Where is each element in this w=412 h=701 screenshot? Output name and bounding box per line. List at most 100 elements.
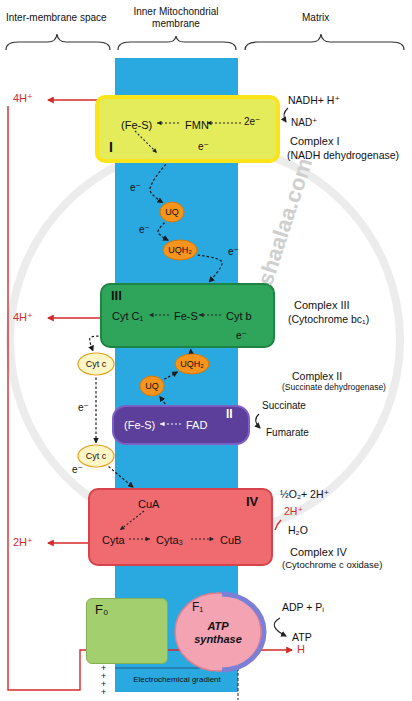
complex-name: Complex IV bbox=[290, 546, 347, 559]
edge-label: e⁻ bbox=[130, 182, 141, 194]
watermark: shaalaa.com bbox=[253, 155, 318, 288]
arrowhead bbox=[209, 537, 214, 541]
internal-electron-arrow bbox=[135, 131, 157, 153]
electron-flow-arrow bbox=[90, 336, 99, 351]
charge-sign: + bbox=[101, 688, 106, 696]
region-heading: Inter-membrane space bbox=[6, 12, 107, 24]
edge-label: e⁻ bbox=[78, 402, 89, 414]
reaction-arrow bbox=[284, 108, 288, 122]
electron-flow-arrow bbox=[150, 164, 166, 202]
electron-flow-arrow bbox=[109, 467, 133, 487]
node-outline bbox=[175, 354, 209, 374]
proton-label: 4H⁺ bbox=[13, 311, 33, 324]
gradient-label: Electrochemical gradient bbox=[118, 675, 236, 684]
arrowhead bbox=[199, 313, 204, 317]
internal-electron-arrow bbox=[207, 122, 241, 123]
node-text: F₁ bbox=[192, 601, 203, 615]
edge-label: e⁻ bbox=[228, 246, 239, 258]
node-text: CuB bbox=[220, 534, 241, 547]
edge-label: e⁻ bbox=[72, 464, 83, 476]
charge-sign: + bbox=[101, 664, 106, 672]
arrowhead bbox=[120, 526, 125, 530]
f1-subunit: F₁ ATP synthase bbox=[174, 592, 262, 672]
product-label: NAD⁺ bbox=[291, 117, 317, 129]
node-text: ATP synthase bbox=[188, 620, 248, 645]
proton-return-line bbox=[8, 106, 292, 690]
node-shape bbox=[88, 488, 273, 566]
node-outline bbox=[140, 376, 164, 396]
product-label: Fumarate bbox=[266, 427, 309, 439]
node-text: Cyta bbox=[102, 534, 125, 547]
substrate-label: ADP + Pᵢ bbox=[282, 601, 324, 613]
complex-box: (Fe-S)FADIIComplex II(Succinate dehydrog… bbox=[112, 405, 250, 445]
node-outline bbox=[78, 445, 114, 467]
f0-subunit: F₀ bbox=[86, 598, 168, 664]
electron-flow-arrow bbox=[160, 397, 165, 404]
electron-flow-arrow bbox=[190, 349, 191, 351]
node-text: Cyta₃ bbox=[156, 534, 183, 547]
proton-arrow bbox=[48, 99, 97, 100]
node-text: Cyt b bbox=[226, 310, 252, 323]
arrowhead bbox=[145, 537, 150, 541]
node-text: F₀ bbox=[95, 603, 108, 618]
node-text: UQ bbox=[165, 207, 179, 217]
gradient-dashed-edge bbox=[238, 668, 239, 700]
arrowhead bbox=[149, 313, 154, 317]
complex-box: Cyt C₁Fe-SCyt bIIIComplex III(Cytochrome… bbox=[100, 283, 275, 348]
node-outline bbox=[163, 240, 197, 260]
complex-box: CuACytaCyta₃CuBIVComplex IV(Cytochrome c… bbox=[88, 488, 273, 566]
electron-flow-arrow bbox=[158, 223, 168, 241]
brace bbox=[6, 34, 110, 50]
substrate-label: ½O₂+ 2H⁺ bbox=[280, 488, 329, 500]
ubiquinone-circle: UQ bbox=[159, 201, 185, 223]
electron-flow-arrow bbox=[95, 378, 96, 443]
brace bbox=[118, 36, 236, 50]
complex-name: Complex II bbox=[292, 370, 342, 382]
node-text: Fe-S bbox=[174, 310, 198, 323]
arrowhead bbox=[152, 148, 157, 153]
ubiquinol-circle: UQH₂ bbox=[174, 353, 210, 375]
complex-name: (Succinate dehydrogenase) bbox=[282, 383, 386, 393]
complex-name: Complex III bbox=[294, 299, 350, 312]
charge-sign: + bbox=[101, 680, 106, 688]
proton-line bbox=[275, 520, 281, 530]
proton-label: 2H⁺ bbox=[13, 536, 33, 549]
arrowhead bbox=[160, 422, 165, 426]
proton-label: 2H⁺ bbox=[284, 505, 303, 517]
brace bbox=[245, 34, 404, 50]
product-label: ATP bbox=[292, 631, 312, 643]
reaction-arrow bbox=[274, 618, 286, 636]
reaction-arrow bbox=[256, 414, 260, 428]
complex-name: (Cytochrome bc₁) bbox=[288, 313, 369, 325]
node-text: (Fe-S) bbox=[121, 119, 152, 132]
node-text: IV bbox=[246, 495, 258, 510]
node-text: Cyt c bbox=[86, 451, 107, 461]
node-text: Cyt C₁ bbox=[112, 310, 143, 323]
electron-flow-arrow bbox=[164, 372, 177, 379]
proton-arrow bbox=[48, 542, 88, 543]
cytochrome-c-ellipse: Cyt c bbox=[77, 352, 115, 376]
complex-name: (Cytochrome c oxidase) bbox=[282, 560, 382, 571]
internal-electron-arrow bbox=[120, 511, 144, 530]
ubiquinol-circle: UQH₂ bbox=[162, 239, 198, 261]
node-text: FAD bbox=[186, 419, 207, 432]
node-text: I bbox=[109, 139, 113, 155]
complex-box: (Fe-S)FMNIComplex I(NADH dehydrogenase) bbox=[95, 95, 280, 163]
complex-name: Complex I bbox=[290, 135, 340, 148]
arrowhead bbox=[157, 121, 162, 125]
complex-name: (NADH dehydrogenase) bbox=[287, 149, 399, 161]
node-text: Cyt c bbox=[86, 359, 107, 369]
substrate-label: Succinate bbox=[262, 400, 306, 412]
cytochrome-c-ellipse: Cyt c bbox=[77, 444, 115, 468]
edge-label: e⁻ bbox=[139, 224, 150, 236]
node-text: III bbox=[111, 289, 122, 304]
node-text: FMN bbox=[185, 119, 209, 132]
node-text: UQ bbox=[145, 381, 159, 391]
node-text: II bbox=[226, 408, 233, 422]
proton-label: 4H⁺ bbox=[13, 92, 33, 105]
ubiquinone-circle: UQ bbox=[139, 375, 165, 397]
node-outline bbox=[160, 202, 184, 222]
region-heading: Matrix bbox=[302, 12, 329, 24]
node-text: CuA bbox=[138, 498, 159, 511]
node-text: (Fe-S) bbox=[124, 419, 155, 432]
